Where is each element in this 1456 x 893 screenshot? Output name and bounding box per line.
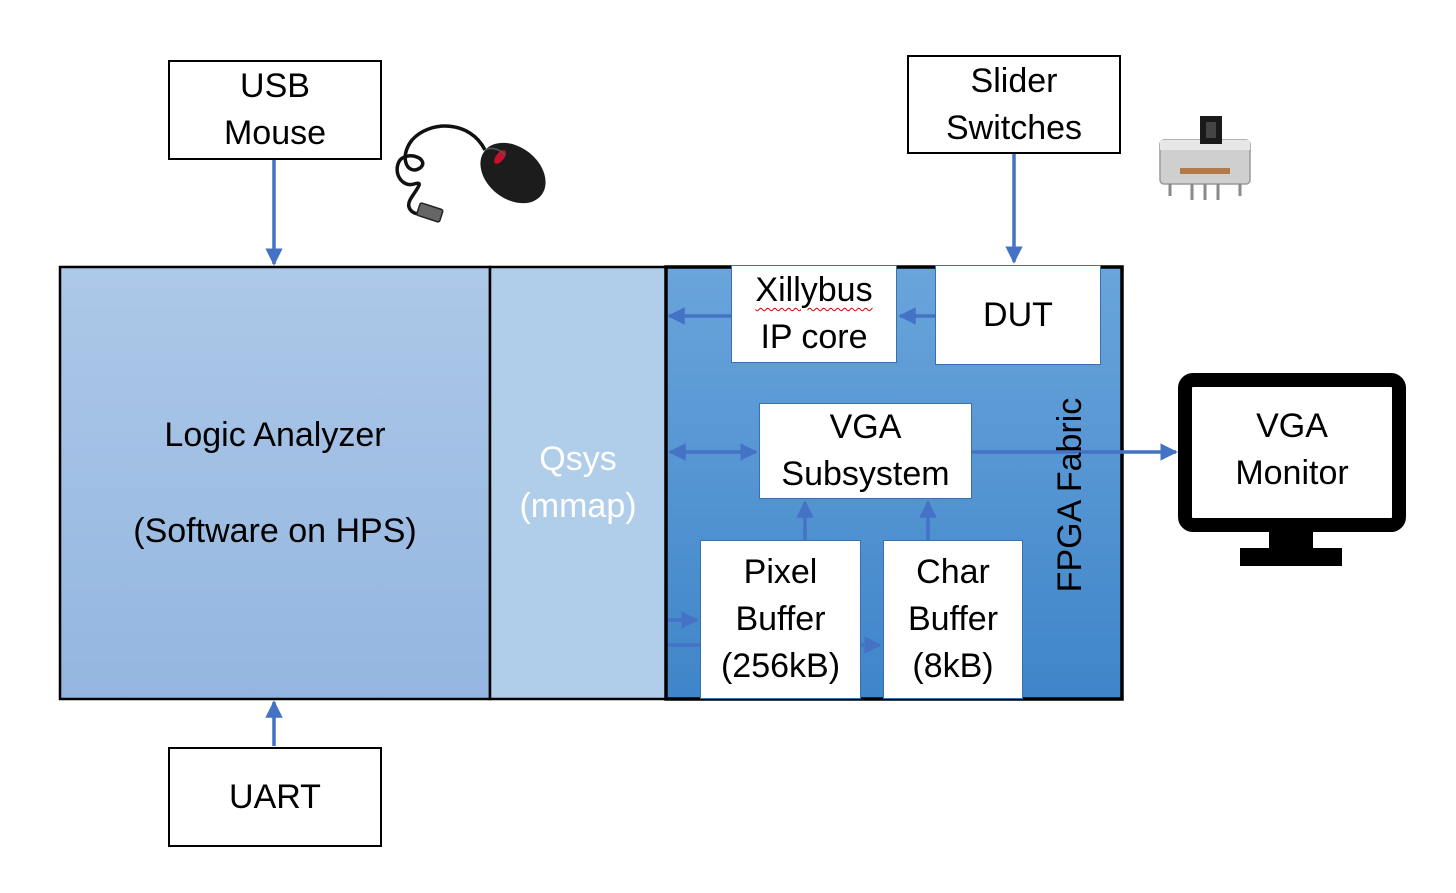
xillybus-label-line1: Xillybus	[755, 271, 873, 309]
uart-label: UART	[229, 777, 321, 816]
vga-subsystem-label-line2: Subsystem	[781, 455, 950, 493]
vga-subsystem-box: VGA Subsystem	[759, 403, 972, 499]
vga-monitor-label-line1: VGA	[1256, 407, 1328, 445]
slider-switches-box: Slider Switches	[907, 55, 1121, 154]
logic-analyzer-title: Logic Analyzer	[164, 416, 386, 454]
char-buffer-label-line3: (8kB)	[912, 647, 994, 685]
uart-box: UART	[168, 747, 382, 847]
pixel-buffer-label-line3: (256kB)	[720, 647, 841, 685]
xillybus-ip-core-box: Xillybus IP core	[731, 265, 897, 363]
usb-mouse-icon	[395, 124, 546, 223]
slider-switches-label-line1: Slider	[970, 61, 1058, 100]
dut-box: DUT	[935, 265, 1101, 365]
vga-monitor-label-line2: Monitor	[1235, 454, 1349, 492]
logic-analyzer-block	[58, 265, 492, 701]
pixel-buffer-box: Pixel Buffer (256kB)	[700, 540, 861, 699]
char-buffer-box: Char Buffer (8kB)	[883, 540, 1023, 699]
dut-label: DUT	[983, 295, 1053, 334]
monitor-icon	[1178, 373, 1406, 566]
xillybus-label-line2: IP core	[760, 318, 868, 356]
slider-switch-icon	[1159, 116, 1251, 200]
qsys-label-line2: (mmap)	[519, 487, 637, 525]
pixel-buffer-label-line2: Buffer	[735, 600, 826, 638]
qsys-label-line1: Qsys	[539, 440, 617, 478]
vga-subsystem-label-line1: VGA	[829, 408, 902, 446]
slider-switches-label-line2: Switches	[945, 108, 1083, 147]
usb-mouse-box: USB Mouse	[168, 60, 382, 160]
usb-mouse-label-line2: Mouse	[223, 114, 327, 152]
fpga-fabric-label: FPGA Fabric	[1051, 397, 1089, 593]
logic-analyzer-label: Logic Analyzer (Software on HPS)	[62, 410, 488, 556]
char-buffer-label-line2: Buffer	[907, 600, 999, 638]
usb-mouse-label-line1: USB	[240, 67, 310, 105]
logic-analyzer-subtitle: (Software on HPS)	[133, 512, 417, 550]
char-buffer-label-line1: Char	[916, 553, 990, 591]
qsys-block	[488, 265, 668, 701]
vga-monitor-label: VGA Monitor	[1192, 403, 1392, 497]
pixel-buffer-label-line1: Pixel	[743, 553, 818, 591]
qsys-label: Qsys (mmap)	[490, 436, 666, 530]
